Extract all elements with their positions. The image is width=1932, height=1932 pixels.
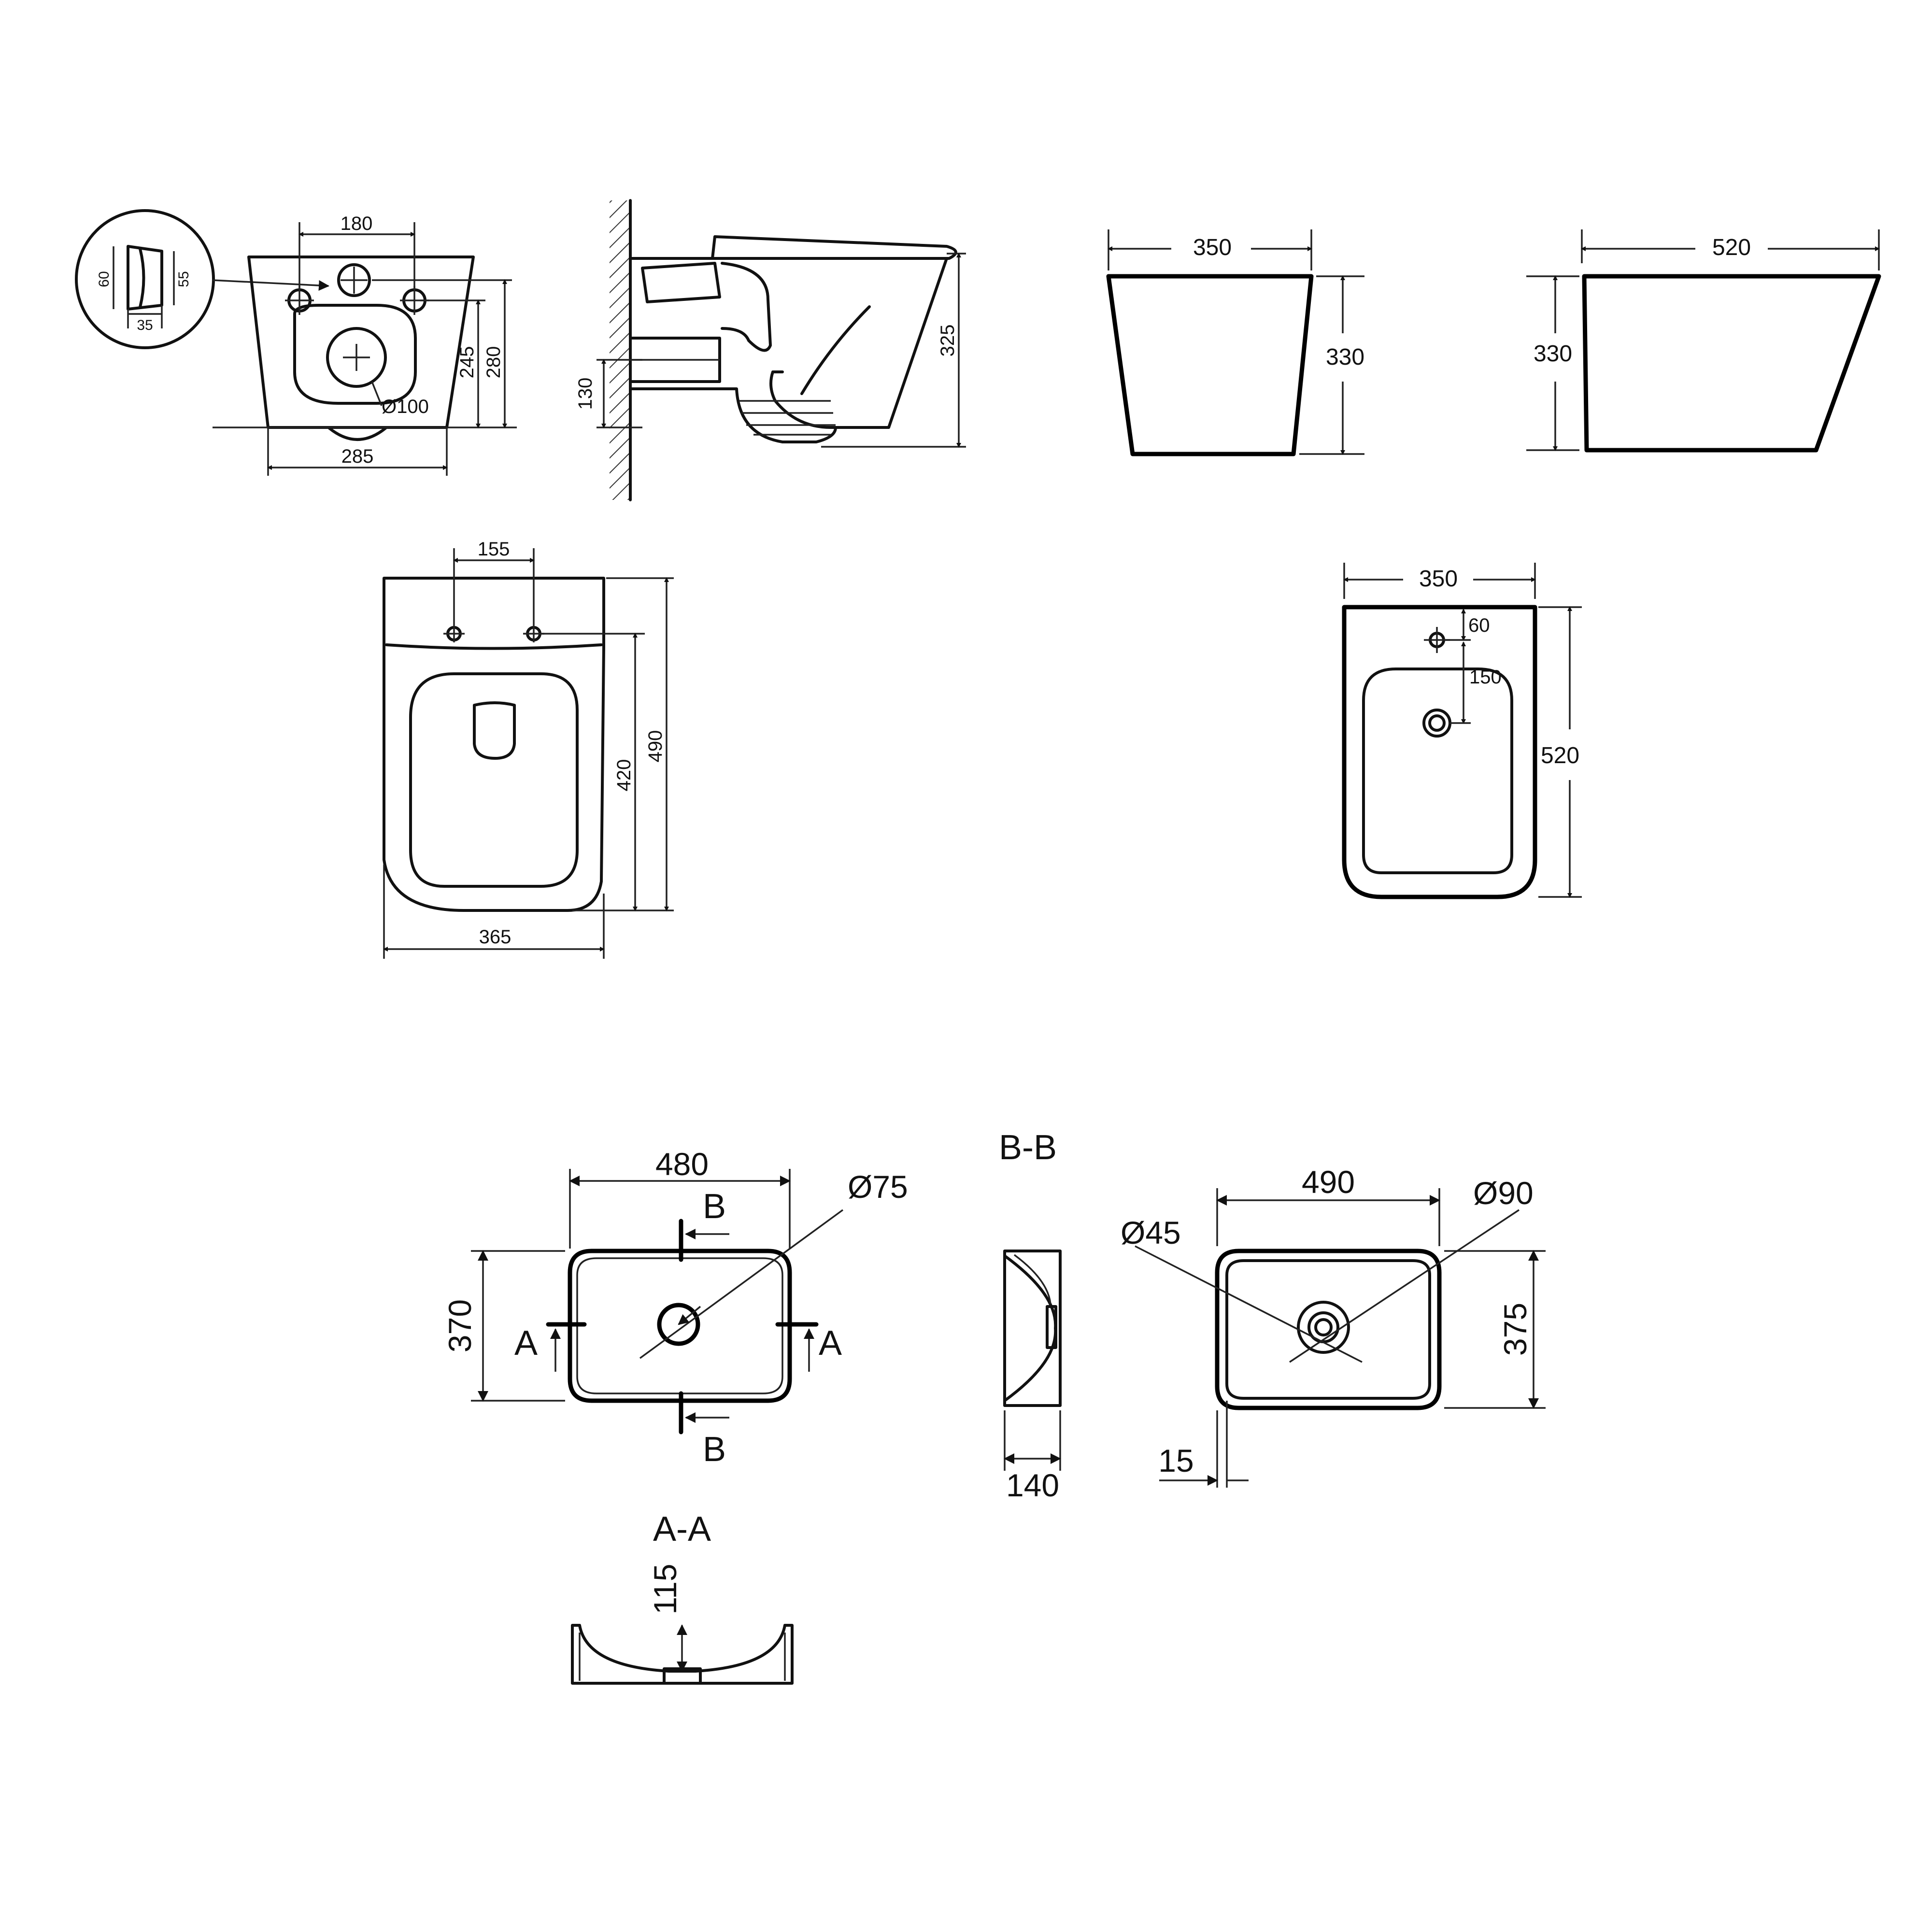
basin-1-section-b-top: B <box>703 1187 726 1226</box>
detail-dim-35: 35 <box>137 317 153 333</box>
basin-1-section-a-left: A <box>514 1324 538 1363</box>
toilet-top-dim-490: 490 <box>645 730 666 763</box>
basin-1-section-b-bottom: B <box>703 1430 726 1469</box>
basin-1-top-view: Ø75 480 370 B B A A <box>442 1146 908 1469</box>
toilet-front-dim-dia100: Ø100 <box>382 396 429 417</box>
toilet-top-dim-155: 155 <box>478 539 510 560</box>
box-side-dim-520: 520 <box>1712 235 1751 260</box>
box-front-dim-350: 350 <box>1193 235 1232 260</box>
section-aa-dim-115: 115 <box>647 1563 683 1614</box>
detail-view: 60 55 35 <box>75 209 329 349</box>
section-bb: B-B 140 <box>999 1128 1062 1503</box>
basin-1-dim-dia75: Ø75 <box>848 1169 908 1205</box>
toilet-side-view: 130 325 <box>575 199 966 501</box>
basin-2-dim-dia90: Ø90 <box>1473 1175 1534 1211</box>
detail-dim-55: 55 <box>176 271 192 287</box>
toilet-front-dim-245: 245 <box>456 346 478 379</box>
toilet-front-view: 180 285 245 280 Ø100 <box>213 213 517 476</box>
basin-2-dim-15: 15 <box>1158 1443 1193 1478</box>
section-bb-title: B-B <box>999 1128 1057 1167</box>
basin-2-top-view: Ø45 Ø90 490 375 15 <box>1121 1164 1546 1488</box>
section-aa-title: A-A <box>653 1510 711 1548</box>
bidet-top-dim-350: 350 <box>1419 566 1458 592</box>
box-front-view: 350 330 <box>1106 229 1364 456</box>
toilet-side-dim-325: 325 <box>937 325 958 357</box>
toilet-top-dim-420: 420 <box>613 759 635 792</box>
toilet-top-view: 155 420 490 365 <box>383 539 674 959</box>
basin-1-dim-480: 480 <box>655 1146 709 1182</box>
basin-1-dim-370: 370 <box>442 1299 478 1352</box>
box-side-dim-330: 330 <box>1534 341 1572 367</box>
section-bb-dim-140: 140 <box>1006 1467 1059 1503</box>
bidet-top-dim-60: 60 <box>1468 615 1490 636</box>
bidet-top-view: 350 60 150 520 <box>1342 563 1582 899</box>
toilet-side-dim-130: 130 <box>575 378 596 410</box>
toilet-front-dim-285: 285 <box>341 446 374 467</box>
toilet-front-dim-180: 180 <box>341 213 373 234</box>
bidet-top-dim-150: 150 <box>1469 667 1502 688</box>
box-front-dim-330: 330 <box>1326 344 1364 370</box>
basin-2-dim-375: 375 <box>1497 1303 1533 1356</box>
detail-dim-60: 60 <box>96 271 112 287</box>
basin-1-section-a-right: A <box>819 1324 842 1363</box>
toilet-top-dim-365: 365 <box>479 926 511 948</box>
basin-2-dim-dia45: Ø45 <box>1121 1215 1181 1250</box>
section-aa: A-A 115 <box>571 1510 794 1685</box>
box-side-view: 520 330 <box>1526 229 1881 453</box>
bidet-top-dim-520: 520 <box>1541 743 1579 768</box>
toilet-front-dim-280: 280 <box>483 346 504 379</box>
basin-2-dim-490: 490 <box>1302 1164 1355 1200</box>
